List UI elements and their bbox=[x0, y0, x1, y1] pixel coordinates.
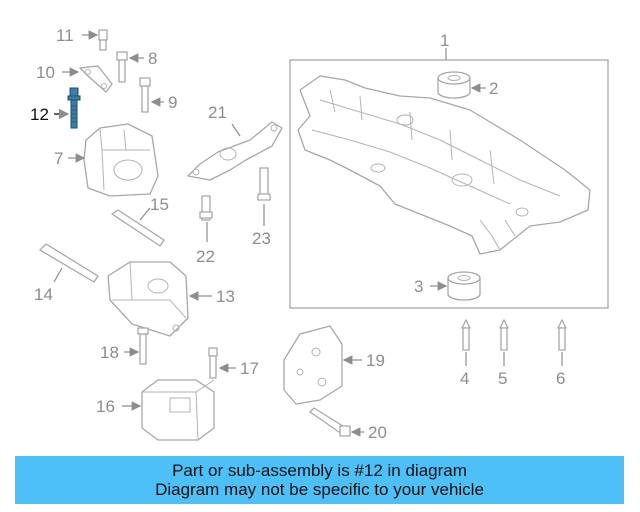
label-20: 20 bbox=[368, 423, 387, 442]
mount-16 bbox=[122, 379, 215, 441]
label-8: 8 bbox=[148, 49, 157, 68]
bolt-20 bbox=[309, 407, 364, 437]
bolt-12-highlighted bbox=[54, 87, 81, 129]
banner-line-2: Diagram may not be specific to your vehi… bbox=[155, 480, 484, 499]
bushing-3 bbox=[447, 271, 481, 301]
subframe-group bbox=[289, 48, 609, 309]
label-7: 7 bbox=[54, 149, 63, 168]
label-23: 23 bbox=[252, 229, 271, 248]
subframe-part bbox=[297, 75, 591, 255]
bolts-4-5-6 bbox=[461, 319, 567, 366]
label-12: 12 bbox=[30, 105, 49, 124]
label-10: 10 bbox=[36, 63, 55, 82]
label-3: 3 bbox=[414, 277, 423, 296]
banner-line-1: Part or sub-assembly is #12 in diagram bbox=[172, 461, 467, 480]
label-17: 17 bbox=[240, 359, 259, 378]
label-1: 1 bbox=[440, 31, 449, 50]
label-16: 16 bbox=[96, 397, 115, 416]
label-19: 19 bbox=[366, 351, 385, 370]
label-13: 13 bbox=[216, 287, 235, 306]
hardware-top-left bbox=[62, 29, 164, 113]
transmission-mount-13 bbox=[107, 261, 212, 337]
long-bolts-14-15 bbox=[39, 207, 165, 283]
label-14: 14 bbox=[34, 285, 53, 304]
label-2: 2 bbox=[489, 79, 498, 98]
callout-labels: 1 2 3 4 5 6 7 8 9 10 11 12 13 14 15 16 1… bbox=[30, 26, 565, 442]
label-22: 22 bbox=[196, 247, 215, 266]
label-4: 4 bbox=[460, 369, 469, 388]
engine-mount-7 bbox=[68, 123, 159, 197]
bolts-17-18 bbox=[124, 327, 236, 379]
label-15: 15 bbox=[150, 195, 169, 214]
label-18: 18 bbox=[100, 343, 119, 362]
bracket-19 bbox=[283, 325, 362, 405]
label-6: 6 bbox=[556, 369, 565, 388]
torque-rod-21 bbox=[187, 121, 283, 181]
info-banner: Part or sub-assembly is #12 in diagram D… bbox=[15, 456, 624, 504]
label-21: 21 bbox=[208, 103, 227, 122]
label-9: 9 bbox=[168, 93, 177, 112]
label-11: 11 bbox=[56, 26, 74, 45]
subframe-box bbox=[289, 59, 609, 309]
bolts-22-23 bbox=[199, 167, 271, 242]
label-5: 5 bbox=[498, 369, 507, 388]
bushing-2 bbox=[437, 71, 471, 99]
